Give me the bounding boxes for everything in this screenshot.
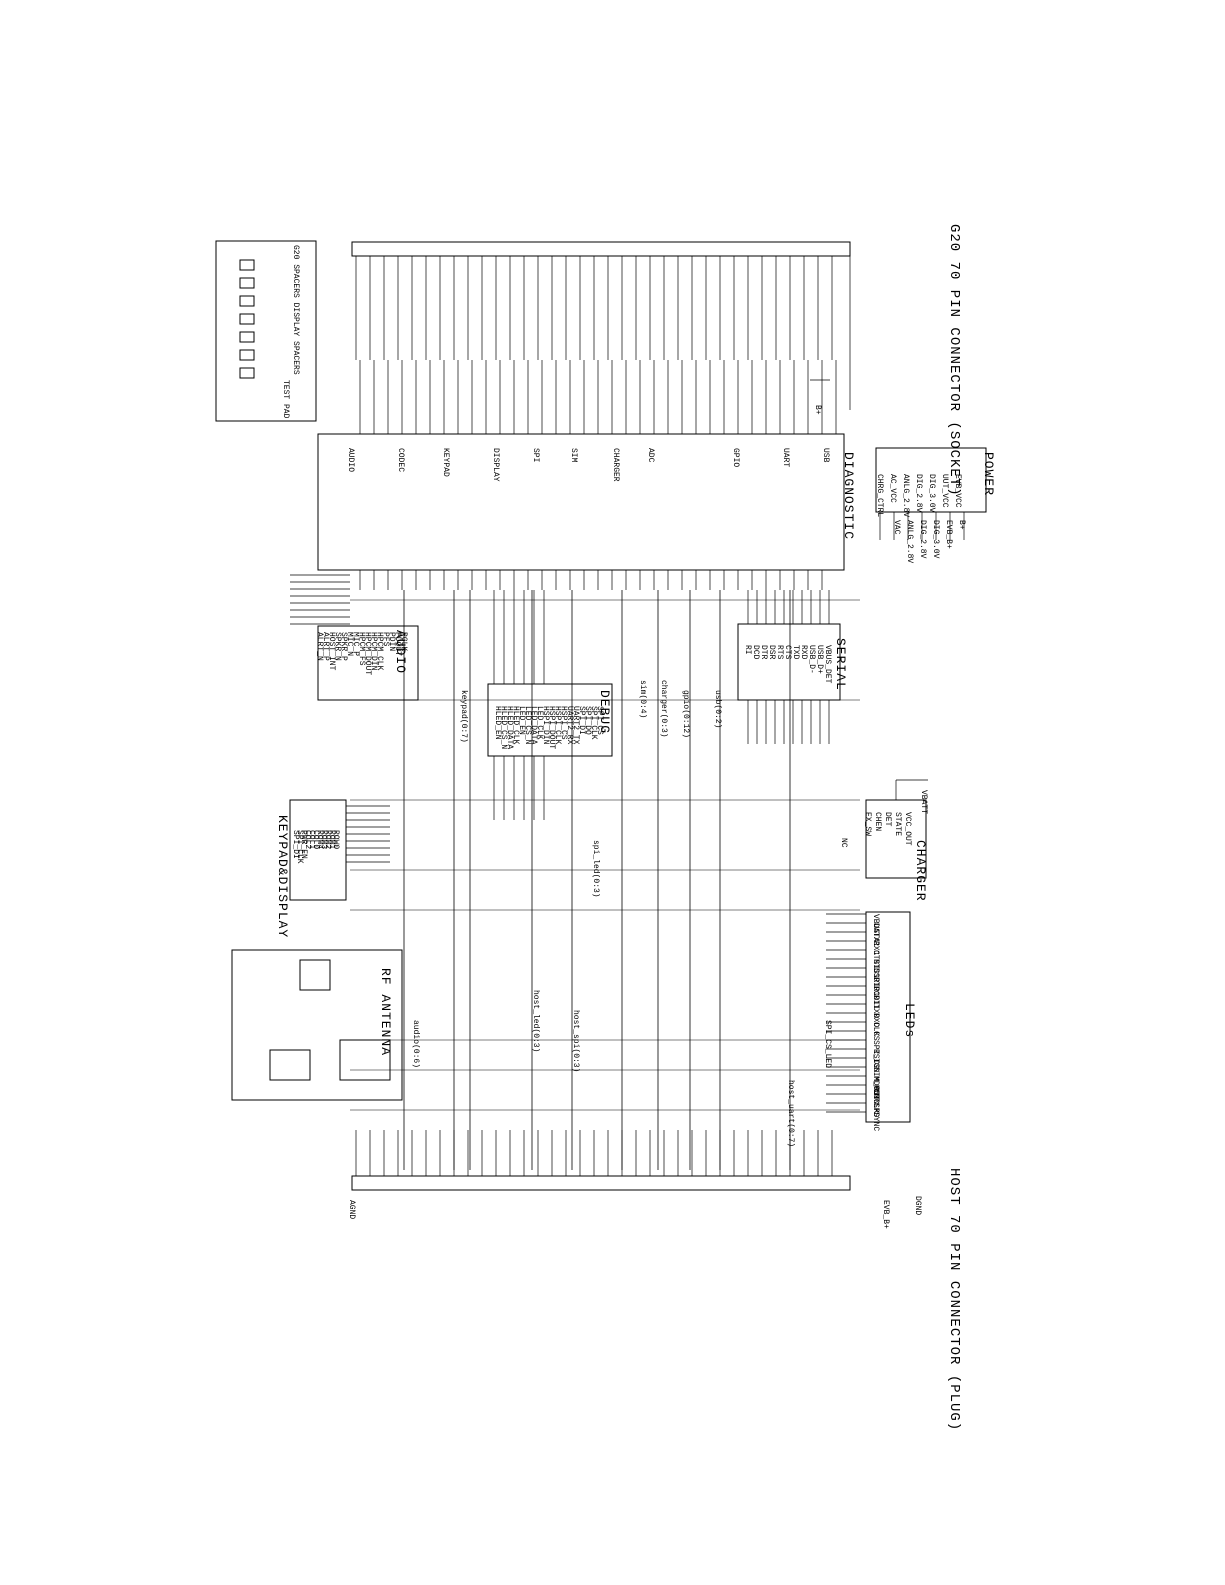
power-pin-label: AC_VCC bbox=[888, 474, 897, 503]
diagnostic-section-display: DISPLAY bbox=[491, 448, 500, 482]
serial-pin-label: DTR bbox=[759, 645, 768, 660]
charger-pin-label: STATE bbox=[893, 812, 902, 837]
diagnostic-section-codec: CODEC bbox=[396, 448, 405, 473]
spi-cs-led-label: SPI_CS_LED bbox=[823, 1020, 832, 1069]
serial-pin-label: RI bbox=[743, 645, 752, 655]
bus-label: host_spi(0:3) bbox=[571, 1010, 580, 1073]
power-pin-label: EVB_VCC bbox=[953, 474, 962, 508]
power-pin-label: UUT_VCC bbox=[940, 474, 949, 508]
bus-label: audio(0:6) bbox=[411, 1020, 420, 1069]
spacer-symbol bbox=[239, 313, 255, 325]
spacer-symbol bbox=[239, 277, 255, 289]
test-pad-title: TEST PAD bbox=[281, 380, 290, 419]
audio-pin-label: ALRT_N bbox=[315, 632, 324, 661]
diagnostic-section-sim: SIM bbox=[569, 448, 578, 463]
debug-block bbox=[487, 683, 613, 757]
power-rail-label: DIG_2.8V bbox=[918, 520, 927, 559]
power-rail-label: VAC bbox=[892, 520, 901, 535]
spacer-symbol bbox=[239, 259, 255, 271]
spacers-box bbox=[215, 240, 317, 422]
charger-block-title: CHARGER bbox=[913, 840, 928, 902]
leds-block bbox=[865, 911, 911, 1123]
diagnostic-section-uart: UART bbox=[781, 448, 790, 468]
bus-label: keypad(0:7) bbox=[459, 690, 468, 743]
bplus-label: B+ bbox=[813, 405, 822, 415]
serial-pin-label: VBUS_DET bbox=[823, 645, 832, 684]
spacers-title: G20 SPACERS DISPLAY SPACERS bbox=[291, 245, 300, 375]
keypad-display-block-title: KEYPAD&DISPLAY bbox=[275, 815, 290, 939]
g20-connector-title: G20 70 PIN CONNECTOR (SOCKET) bbox=[946, 224, 962, 497]
diagnostic-section-keypad: KEYPAD bbox=[441, 448, 450, 477]
leds-block-title: LEDs bbox=[902, 1003, 917, 1039]
serial-pin-label: USB_D- bbox=[807, 645, 816, 674]
serial-pin-label: USB_D+ bbox=[815, 645, 824, 674]
diagnostic-block-title: DIAGNOSTIC bbox=[841, 452, 856, 541]
power-rail-label: B+ bbox=[957, 520, 966, 530]
agnd-label: AGND bbox=[347, 1200, 356, 1220]
spacer-symbol bbox=[239, 331, 255, 343]
host-connector-title: HOST 70 PIN CONNECTOR (PLUG) bbox=[946, 1168, 962, 1432]
serial-block-title: SERIAL bbox=[833, 638, 848, 691]
bus-label: spi_led(0:3) bbox=[591, 840, 600, 898]
g20-connector-pin-strip bbox=[351, 241, 851, 257]
diagnostic-section-adc: ADC bbox=[646, 448, 655, 463]
leds-pin-label: SYNC bbox=[871, 1112, 880, 1132]
nc-label: NC bbox=[839, 838, 848, 848]
serial-pin-label: TXD bbox=[791, 645, 800, 660]
power-rail-label: DIG_3.0V bbox=[931, 520, 940, 559]
bus-label: gpio(0:12) bbox=[681, 690, 690, 739]
bus-label: usb(0:2) bbox=[713, 690, 722, 729]
keypad-display-block bbox=[289, 799, 347, 901]
charger-pin-label: EX_SW bbox=[863, 812, 872, 837]
rf-antenna-box bbox=[231, 949, 403, 1101]
diagnostic-section-usb: USB bbox=[821, 448, 830, 463]
power-pin-label: CHRG_CTRL bbox=[875, 474, 884, 518]
power-rail-label: ANLG_2.8V bbox=[905, 520, 914, 564]
power-block bbox=[875, 447, 987, 513]
serial-pin-label: RXD bbox=[799, 645, 808, 660]
serial-pin-label: DSR bbox=[767, 645, 776, 660]
diagnostic-section-gpio: GPIO bbox=[731, 448, 740, 468]
diagnostic-block bbox=[317, 433, 845, 571]
diagnostic-section-audio: AUDIO bbox=[346, 448, 355, 473]
rf-antenna-element bbox=[339, 1039, 391, 1081]
diagnostic-section-spi: SPI bbox=[531, 448, 540, 463]
rf-switch bbox=[269, 1049, 311, 1081]
serial-pin-label: CTS bbox=[783, 645, 792, 660]
spacer-symbol bbox=[239, 295, 255, 307]
power-block-title: POWER bbox=[981, 452, 996, 497]
serial-pin-label: DCD bbox=[751, 645, 760, 660]
bus-label: charger(0:3) bbox=[659, 680, 668, 738]
spacer-symbol bbox=[239, 367, 255, 379]
dgnd-label: DGND bbox=[913, 1196, 922, 1216]
bus-label: host_led(0:3) bbox=[531, 990, 540, 1053]
evb-b-label: EVB_B+ bbox=[881, 1200, 890, 1229]
spacer-symbol bbox=[239, 349, 255, 361]
diagnostic-section-charger: CHARGER bbox=[611, 448, 620, 482]
host-connector-pin-strip bbox=[351, 1175, 851, 1191]
power-pin-label: DIG_2.8V bbox=[914, 474, 923, 513]
power-rail-label: EVB_B+ bbox=[944, 520, 953, 549]
bus-label: host_uart(0:7) bbox=[786, 1080, 795, 1148]
charger-pin-label: CHEN bbox=[873, 812, 882, 832]
debug-pin-label: HLED_EN bbox=[493, 706, 502, 740]
charger-pin-label: VCC_OUT bbox=[903, 812, 912, 846]
charger-pin-label: DET bbox=[883, 812, 892, 827]
vbatt-label: VBATT bbox=[919, 790, 928, 815]
rf-antenna-title: RF ANTENNA bbox=[378, 968, 393, 1057]
power-pin-label: ANLG_2.8V bbox=[901, 474, 910, 518]
rf-capacitor-network bbox=[299, 959, 331, 991]
serial-pin-label: RTS bbox=[775, 645, 784, 660]
keypad-pin-label: SPI_DI bbox=[291, 830, 300, 859]
bus-label: sim(0:4) bbox=[638, 680, 647, 719]
power-pin-label: DIG_3.0V bbox=[927, 474, 936, 513]
